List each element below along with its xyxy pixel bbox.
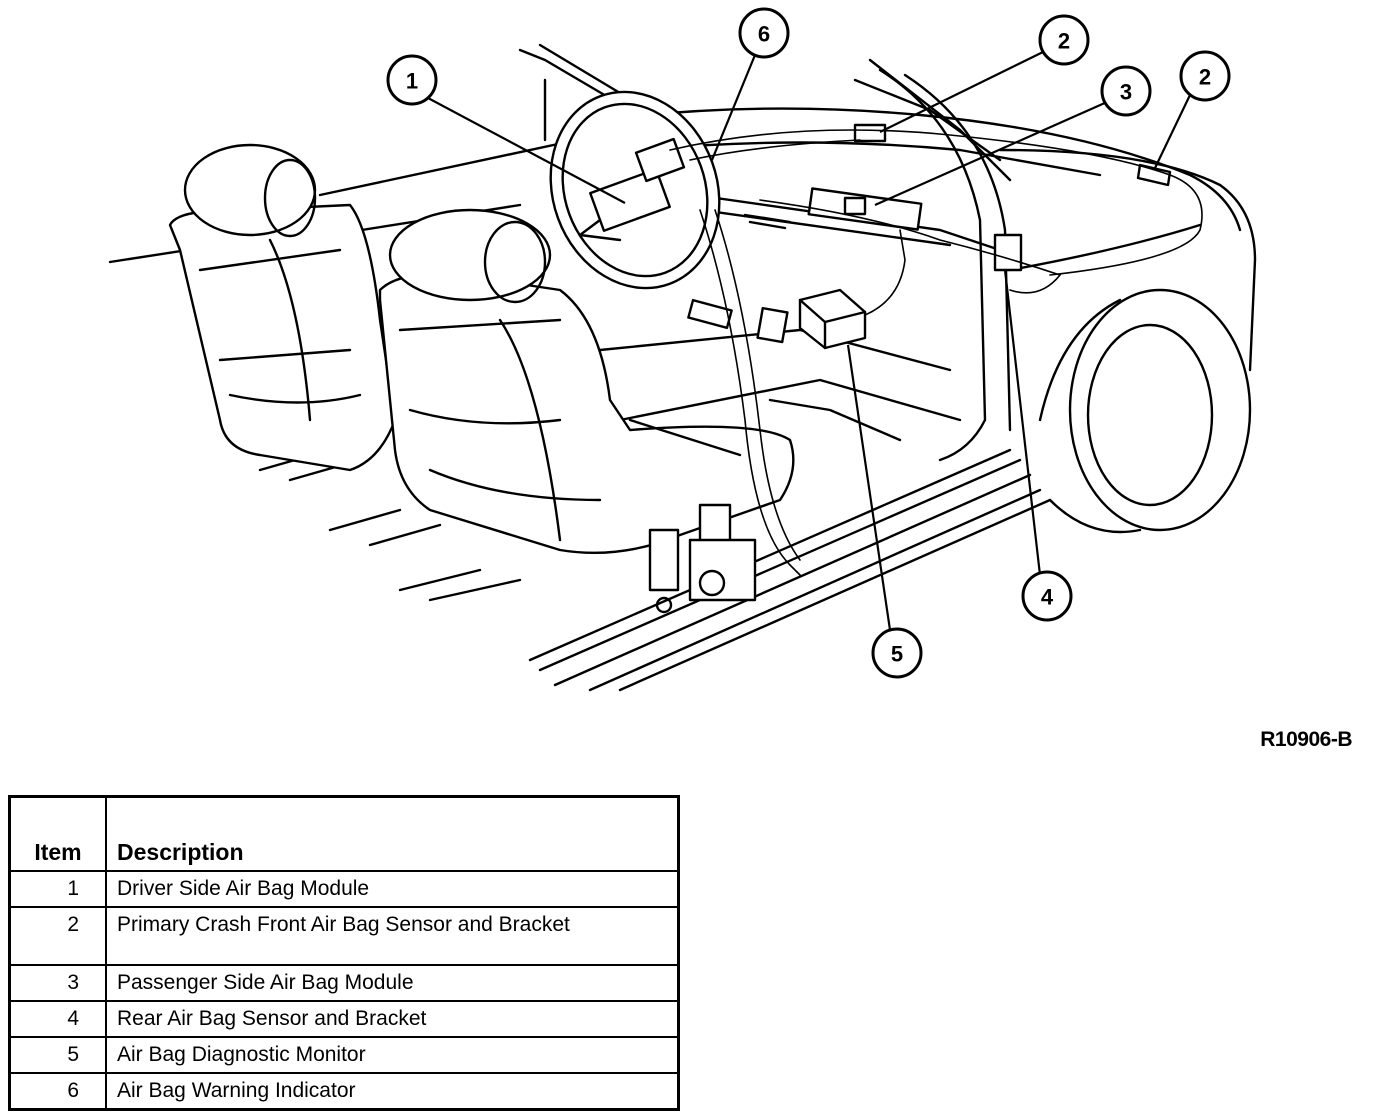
callout-1: 1 [386, 54, 438, 106]
callout-3-label: 3 [1120, 80, 1132, 105]
callout-1-label: 1 [406, 69, 418, 94]
front-seat [378, 208, 795, 614]
legend-row: 2 Primary Crash Front Air Bag Sensor and… [8, 906, 680, 966]
rear-seat [168, 143, 397, 472]
airbag-components [669, 123, 1203, 576]
vehicle-airbag-illustration: 1 6 2 3 2 4 5 [108, 7, 1257, 692]
callout-2-right: 2 [1179, 50, 1231, 102]
legend-item-number: 1 [8, 870, 107, 908]
legend-item-number: 5 [8, 1036, 107, 1074]
figure-code: R10906-B [1260, 728, 1352, 751]
callout-4-label: 4 [1041, 585, 1054, 610]
legend-item-number: 4 [8, 1000, 107, 1038]
callout-2-center: 2 [1038, 14, 1090, 66]
legend-item-description: Primary Crash Front Air Bag Sensor and B… [105, 906, 680, 966]
callout-5: 5 [871, 627, 923, 679]
callout-2-center-label: 2 [1058, 29, 1070, 54]
callout-4: 4 [1021, 570, 1073, 622]
legend-item-description: Air Bag Diagnostic Monitor [105, 1036, 680, 1074]
legend-row: 6 Air Bag Warning Indicator [8, 1072, 680, 1111]
legend-item-number: 2 [8, 906, 107, 966]
callout-6-label: 6 [758, 22, 770, 47]
legend-item-number: 3 [8, 964, 107, 1002]
callout-2-right-label: 2 [1199, 65, 1211, 90]
legend-table: Item Description 1 Driver Side Air Bag M… [8, 795, 680, 1111]
legend-header-description: Description [105, 795, 680, 872]
legend-header-row: Item Description [8, 795, 680, 872]
legend-item-description: Passenger Side Air Bag Module [105, 964, 680, 1002]
legend-row: 3 Passenger Side Air Bag Module [8, 964, 680, 1002]
leader-lines [427, 51, 1191, 631]
legend-item-description: Driver Side Air Bag Module [105, 870, 680, 908]
steering-wheel [549, 90, 721, 290]
legend-item-description: Air Bag Warning Indicator [105, 1072, 680, 1111]
callout-5-label: 5 [891, 642, 903, 667]
legend-item-description: Rear Air Bag Sensor and Bracket [105, 1000, 680, 1038]
legend-header-item: Item [8, 795, 107, 872]
legend-row: 5 Air Bag Diagnostic Monitor [8, 1036, 680, 1074]
callout-6: 6 [738, 7, 790, 59]
legend-row: 1 Driver Side Air Bag Module [8, 870, 680, 908]
legend-row: 4 Rear Air Bag Sensor and Bracket [8, 1000, 680, 1038]
front-wheel [1038, 288, 1252, 534]
legend-item-number: 6 [8, 1072, 107, 1111]
callout-3: 3 [1100, 65, 1152, 117]
